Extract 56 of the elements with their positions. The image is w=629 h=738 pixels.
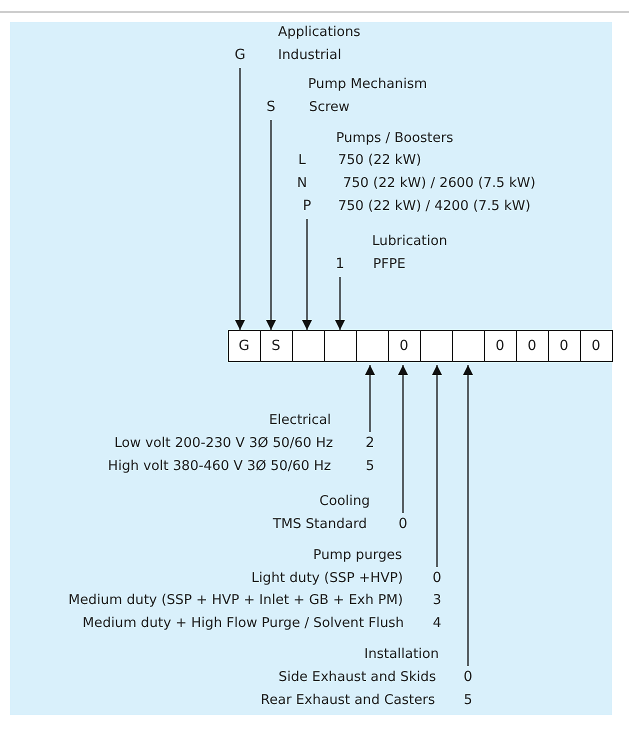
code-letter: 1 [333,255,347,273]
arrow [432,365,442,567]
option-label: High volt 380-460 V 3Ø 50/60 Hz [108,457,331,475]
option-label: Screw [309,98,350,116]
section-heading: Installation [364,645,439,663]
section-heading: Pump purges [313,546,402,564]
option-label: Low volt 200-230 V 3Ø 50/60 Hz [114,434,333,452]
arrow [266,120,276,330]
code-cell [356,330,388,362]
arrow [235,68,245,330]
arrow [365,365,375,432]
option-label: PFPE [373,255,406,273]
option-label: Medium duty (SSP + HVP + Inlet + GB + Exh PM) [68,591,403,609]
section-heading: Lubrication [372,232,448,250]
code-value: 4 [432,614,442,632]
code-cell: 0 [548,330,580,362]
section-heading: Electrical [268,411,331,429]
code-cell: 0 [516,330,548,362]
code-letter: 0 [430,569,444,587]
code-letter: P [300,197,314,215]
section-heading: Applications [278,23,360,41]
option-label: Industrial [278,46,342,64]
section-heading: Cooling [319,492,370,510]
code-cell [452,330,484,362]
option-label: Light duty (SSP +HVP) [251,569,403,587]
code-cell: S [260,330,292,362]
section-heading: Pumps / Boosters [336,129,454,147]
code-cell [292,330,324,362]
code-value: N [296,174,308,192]
option-label: 750 (22 kW) / 4200 (7.5 kW) [338,197,530,215]
code-cell [420,330,452,362]
arrow [463,365,473,666]
code-cell: 0 [580,330,612,362]
code-cell [324,330,356,362]
code-letter: 0 [461,668,475,686]
option-label: Side Exhaust and Skids [278,668,436,686]
code-value: 5 [366,457,374,475]
option-label: 750 (22 kW) [338,151,422,169]
arrow [335,277,345,330]
section-heading: Pump Mechanism [308,75,428,93]
option-label: Medium duty + High Flow Purge / Solvent Flush [82,614,404,632]
code-value: L [298,151,306,169]
code-cell: 0 [388,330,420,362]
code-letter: 0 [396,515,410,533]
code-cell: 0 [484,330,516,362]
option-label: 750 (22 kW) / 2600 (7.5 kW) [343,174,536,192]
option-label: TMS Standard [272,515,367,533]
code-letter: G [233,46,247,64]
code-value: 5 [464,691,472,709]
code-letter: 2 [363,434,377,452]
option-label: Rear Exhaust and Casters [260,691,435,709]
arrow [302,219,312,330]
code-letter: S [264,98,278,116]
arrow [398,365,408,513]
code-cell: G [228,330,260,362]
code-value: 3 [432,591,442,609]
